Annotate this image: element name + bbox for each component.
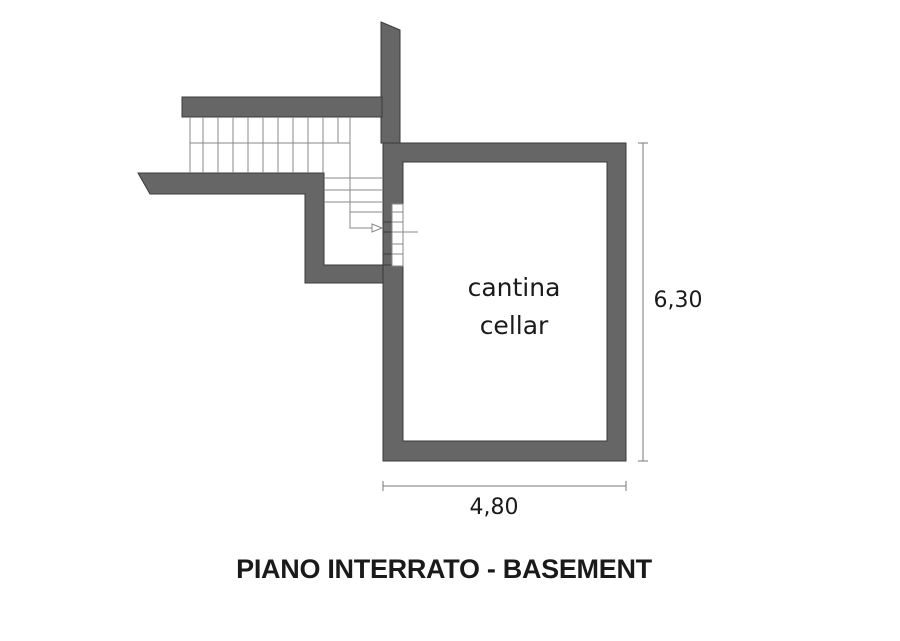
dimension-width-label: 4,80	[470, 495, 519, 520]
upper-stair-wall	[181, 96, 383, 118]
plan-title: PIANO INTERRATO - BASEMENT	[236, 554, 653, 584]
walls	[137, 21, 627, 462]
cellar-walls	[382, 142, 627, 462]
room-label-italian: cantina	[468, 273, 561, 302]
door-jamb-bottom	[382, 253, 393, 266]
lower-stair-wall	[137, 172, 384, 284]
door	[391, 203, 418, 267]
dimension-lines	[382, 142, 648, 491]
dimension-height-label: 6,30	[654, 288, 703, 313]
room-label-english: cellar	[480, 311, 549, 340]
vertical-wall	[380, 21, 401, 144]
staircase	[189, 117, 384, 233]
door-jamb-top	[382, 221, 393, 233]
